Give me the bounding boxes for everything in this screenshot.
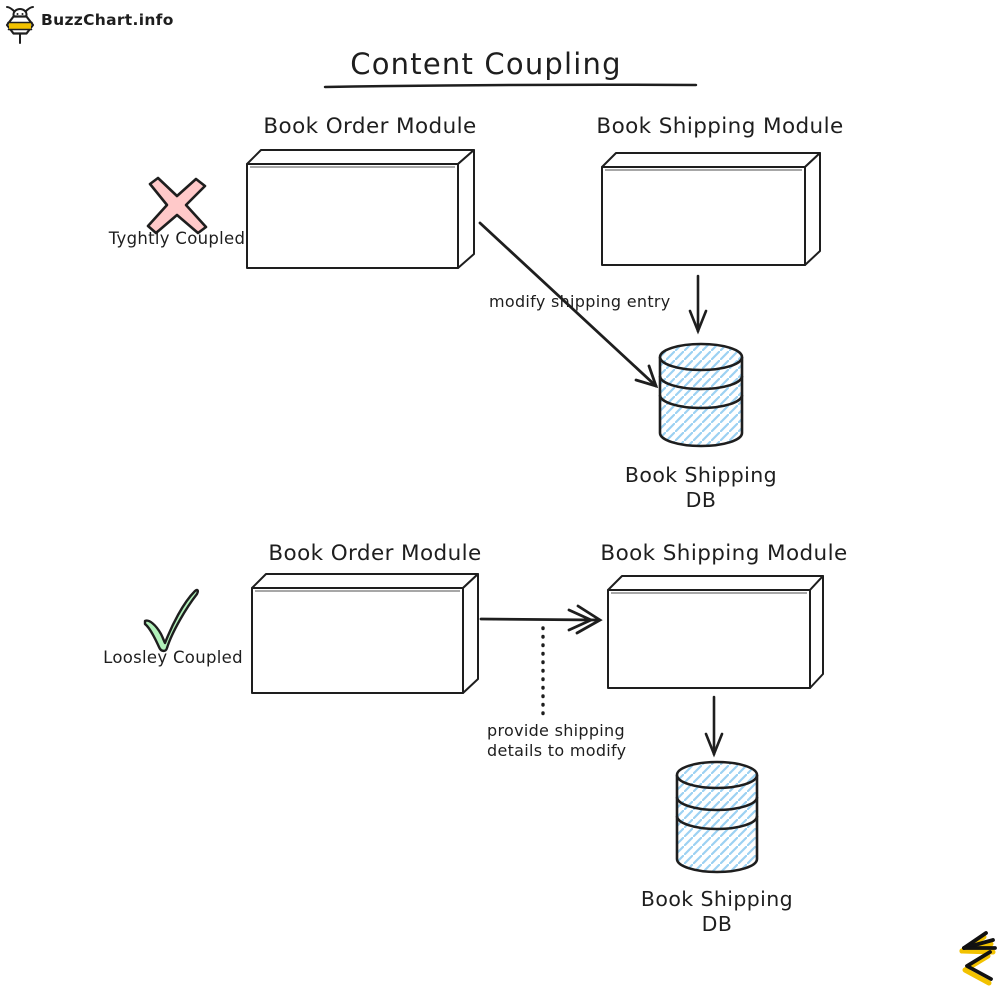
box-top-face (246, 149, 475, 165)
label-modify-shipping-entry: modify shipping entry (489, 292, 671, 311)
db-cylinder-bottom (675, 760, 759, 874)
box-front-face (607, 589, 811, 689)
arrow-head-inner (567, 608, 595, 632)
box-side-face (804, 152, 821, 266)
label-tightly-coupled: Tyghtly Coupled (108, 229, 246, 248)
box-side-face (809, 575, 824, 689)
db-ring-2 (675, 815, 759, 831)
label-provide-line1: provide shipping (487, 721, 625, 740)
arrow-head (575, 604, 603, 635)
db-top-ellipse (658, 342, 744, 372)
db-body (675, 775, 759, 874)
label-order-module-top: Book Order Module (263, 114, 477, 139)
db-ring-1 (658, 375, 744, 391)
box-front-face (246, 163, 459, 269)
label-db-top-line2: DB (685, 488, 717, 512)
arrow-head (688, 309, 708, 335)
brand-logo-text: BuzzChart.info (41, 11, 174, 29)
db-body (658, 357, 744, 448)
label-db-bottom-line1: Book Shipping (640, 887, 794, 911)
bee-eye-right (21, 13, 24, 15)
box-front-face (601, 166, 806, 266)
box-shipping-module-top (601, 152, 821, 266)
db-ring-1 (675, 796, 759, 812)
arrow-order-to-shipping (479, 604, 603, 635)
bee-icon (5, 6, 35, 44)
box-top-face (601, 152, 821, 168)
box-side-face (457, 149, 475, 269)
arrow-shipping-to-db-bottom (704, 695, 724, 758)
arrow-shaft (479, 617, 601, 622)
label-db-top-line1: Book Shipping (624, 463, 778, 487)
page-title: Content Coupling (350, 47, 622, 81)
db-cylinder-top (658, 342, 744, 448)
box-top-face (251, 573, 479, 589)
label-provide-line2: details to modify (487, 740, 627, 760)
db-ring-2 (658, 394, 744, 410)
label-db-bottom: Book Shipping DB (641, 887, 793, 937)
arrow-modify-shipping (478, 221, 659, 389)
box-order-module-top (246, 149, 475, 269)
box-shipping-module-bottom (607, 575, 824, 689)
arrow-head (704, 732, 724, 758)
label-order-module-bottom: Book Order Module (268, 541, 482, 566)
cross-icon (146, 176, 208, 235)
bee-squiggle-icon (959, 931, 997, 986)
label-shipping-module-bottom: Book Shipping Module (600, 541, 848, 566)
arrow-shaft (478, 221, 658, 388)
arrow-shipping-to-db-top (688, 274, 708, 335)
label-shipping-module-top: Book Shipping Module (596, 114, 844, 139)
box-front-face (251, 587, 464, 694)
label-loosely-coupled: Loosley Coupled (103, 648, 243, 667)
box-order-module-bottom (251, 573, 479, 694)
title-underline (323, 83, 698, 89)
arrow-head (634, 364, 659, 389)
db-top-ellipse (675, 760, 759, 790)
label-db-bottom-line2: DB (701, 912, 733, 936)
box-top-face (607, 575, 824, 591)
bee-eye-left (16, 13, 19, 15)
label-provide-shipping-details: provide shipping details to modify (487, 721, 647, 760)
check-icon (143, 588, 200, 653)
label-db-top: Book Shipping DB (625, 463, 777, 513)
bee-yellow-band (9, 22, 31, 30)
bee-stripes (7, 21, 33, 31)
squiggle-black (962, 931, 997, 981)
box-side-face (462, 573, 479, 694)
